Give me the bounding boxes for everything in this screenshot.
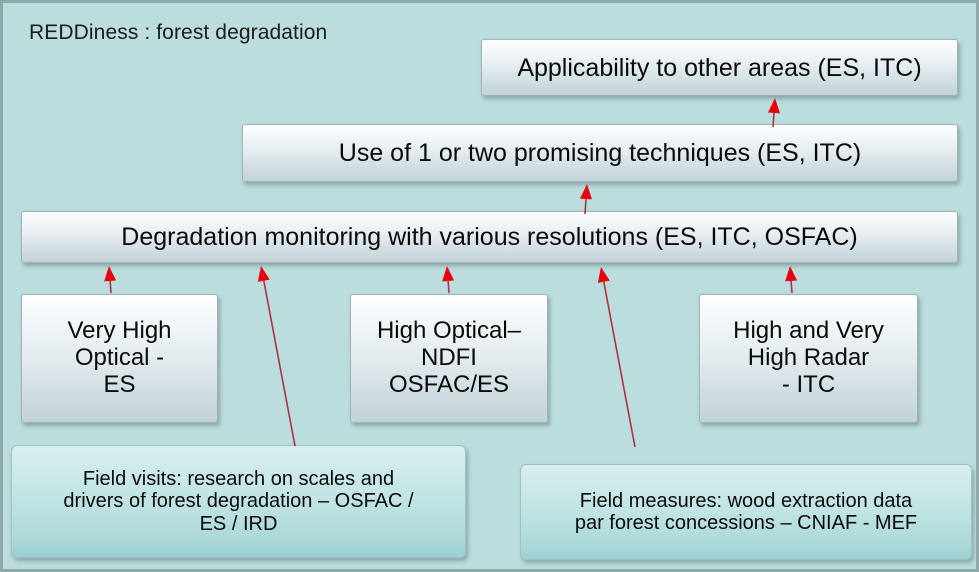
arrow-ndfi-to-monitoring-head [442, 266, 455, 282]
box-very-high-optical-line3: ES [103, 370, 136, 398]
box-high-radar-line1: High and Very [733, 317, 884, 345]
box-field-visits[interactable]: Field visits: research on scales and dri… [11, 445, 466, 558]
box-field-visits-line1: Field visits: research on scales and [82, 467, 395, 490]
box-very-high-optical-line2: Optical - [74, 344, 165, 372]
arrow-ndfi-to-monitoring-shaft [447, 280, 450, 294]
arrow-very-high-optical-to-monitoring-shaft [109, 280, 112, 294]
box-very-high-optical-es[interactable]: Very High Optical - ES [21, 294, 218, 423]
box-field-measures-line2: par forest concessions – CNIAF - MEF [574, 512, 918, 534]
arrow-field-measures-to-monitoring-head [597, 267, 610, 283]
box-field-measures-text: Field measures: wood extraction data par… [565, 490, 927, 535]
box-high-optical-ndfi-line2: NDFI [420, 344, 477, 372]
box-field-visits-text: Field visits: research on scales and dri… [53, 468, 423, 535]
arrow-field-visits-to-monitoring-head [257, 266, 270, 282]
arrow-radar-to-monitoring-head [785, 266, 798, 282]
box-high-optical-ndfi-line1: High Optical– [376, 317, 522, 345]
box-techniques-label: Use of 1 or two promising techniques (ES… [338, 139, 862, 167]
arrow-field-measures-to-monitoring-shaft [602, 281, 636, 448]
arrow-techniques-to-applicability-head [767, 98, 780, 114]
box-field-measures[interactable]: Field measures: wood extraction data par… [520, 464, 972, 560]
arrow-monitoring-to-techniques-head [580, 184, 592, 200]
box-high-optical-ndfi-line3: OSFAC/ES [388, 370, 510, 398]
box-applicability-to-other-areas[interactable]: Applicability to other areas (ES, ITC) [481, 39, 958, 96]
box-very-high-optical-line1: Very High [67, 317, 172, 345]
box-high-radar-line2: High Radar [747, 344, 870, 372]
box-promising-techniques[interactable]: Use of 1 or two promising techniques (ES… [242, 124, 958, 182]
box-high-optical-ndfi-text: High Optical– NDFI OSFAC/ES [367, 317, 531, 399]
arrow-very-high-optical-to-monitoring-head [104, 266, 117, 282]
box-high-optical-ndfi-osfac-es[interactable]: High Optical– NDFI OSFAC/ES [350, 294, 548, 423]
arrow-radar-to-monitoring-shaft [790, 280, 793, 294]
box-field-visits-line3: ES / IRD [199, 512, 278, 535]
page-title: REDDiness : forest degradation [29, 21, 328, 44]
box-high-radar-line3: - ITC [781, 370, 836, 398]
box-field-visits-line2: drivers of forest degradation – OSFAC / [63, 490, 414, 513]
box-high-and-very-high-radar-itc[interactable]: High and Very High Radar - ITC [699, 294, 918, 423]
box-high-radar-text: High and Very High Radar - ITC [723, 317, 894, 399]
arrow-field-visits-to-monitoring-shaft [262, 280, 296, 447]
box-very-high-optical-text: Very High Optical - ES [57, 317, 181, 399]
box-degradation-monitoring[interactable]: Degradation monitoring with various reso… [21, 211, 958, 263]
box-monitoring-label: Degradation monitoring with various reso… [121, 223, 858, 251]
box-applicability-label: Applicability to other areas (ES, ITC) [517, 53, 922, 82]
box-field-measures-line1: Field measures: wood extraction data [579, 489, 913, 512]
